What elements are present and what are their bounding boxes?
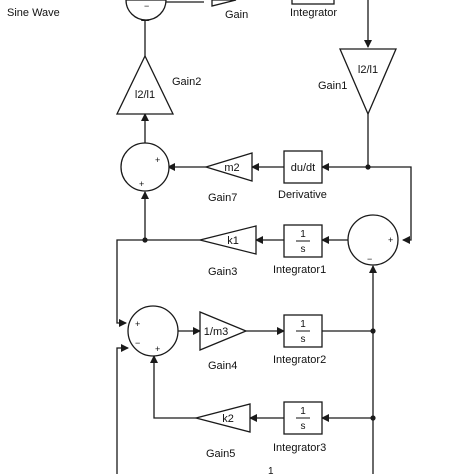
integrator-block-top-partial[interactable] — [291, 0, 335, 5]
junction-dot — [370, 328, 376, 334]
gain2-value: l2/l1 — [135, 89, 155, 101]
gain3-value: k1 — [227, 235, 239, 247]
bottom-partial-text: 1 — [268, 466, 274, 474]
integrator3-denominator: s — [301, 421, 306, 432]
sum-mid-sign-top: + — [135, 319, 140, 329]
gain1-block[interactable]: l2/l1 — [339, 48, 397, 116]
gain5-block[interactable]: k2 — [193, 403, 251, 433]
sum-right-sign-bottom: − — [367, 254, 372, 264]
gain-label: Gain — [225, 9, 248, 21]
gain4-label: Gain4 — [208, 360, 237, 372]
wire-gain3-to-sum-mid — [116, 239, 200, 327]
gain5-value: k2 — [222, 413, 234, 425]
integrator1-label: Integrator1 — [273, 264, 326, 276]
integrator-label: Integrator — [290, 7, 337, 19]
gain2-label: Gain2 — [172, 76, 201, 88]
gain4-value: 1/m3 — [204, 326, 228, 338]
gain3-label: Gain3 — [208, 266, 237, 278]
junction-dots — [142, 164, 376, 421]
derivative-block[interactable]: du/dt — [283, 150, 323, 184]
junction-dot — [365, 164, 371, 170]
junction-dot — [142, 237, 148, 243]
integrator1-numerator: 1 — [300, 229, 306, 240]
sum-mid-sign-left: − — [135, 338, 140, 348]
integrator2-block[interactable]: 1 s — [283, 314, 323, 348]
gain7-label: Gain7 — [208, 192, 237, 204]
sum-top-sign-bottom: + — [139, 179, 144, 189]
wire-gain5-to-sum-mid — [150, 355, 196, 419]
integrator3-label: Integrator3 — [273, 442, 326, 454]
sum-block-top-partial[interactable]: − — [125, 0, 167, 21]
sum-mid-sign-bottom: + — [155, 344, 160, 354]
svg-text:−: − — [144, 1, 149, 11]
wire-to-sum-right — [368, 166, 412, 244]
integrator2-label: Integrator2 — [273, 354, 326, 366]
integrator2-denominator: s — [301, 334, 306, 345]
sum-block-mid[interactable]: + + − — [127, 305, 179, 357]
gain5-label: Gain5 — [206, 448, 235, 460]
sum-block-top[interactable]: + + — [120, 142, 170, 192]
derivative-value: du/dt — [291, 162, 315, 174]
gain1-value: l2/l1 — [358, 64, 378, 76]
junction-dot — [370, 415, 376, 421]
gain7-block[interactable]: m2 — [203, 152, 253, 182]
gain1-label: Gain1 — [318, 80, 347, 92]
integrator3-block[interactable]: 1 s — [283, 401, 323, 435]
integrator2-numerator: 1 — [300, 319, 306, 330]
gain7-value: m2 — [224, 162, 239, 174]
signal-lines — [116, 0, 412, 474]
sum-right-sign-right: + — [388, 235, 393, 245]
sum-block-right[interactable]: + − — [347, 214, 399, 266]
derivative-label: Derivative — [278, 189, 327, 201]
sine-wave-label: Sine Wave — [7, 7, 60, 19]
gain-block-top-partial[interactable] — [211, 0, 237, 7]
integrator3-numerator: 1 — [300, 406, 306, 417]
gain2-block[interactable]: l2/l1 — [115, 54, 175, 115]
integrator1-block[interactable]: 1 s — [283, 224, 323, 258]
gain4-block[interactable]: 1/m3 — [199, 311, 248, 351]
sum-top-sign-right: + — [155, 155, 160, 165]
gain3-block[interactable]: k1 — [199, 225, 257, 255]
integrator1-denominator: s — [301, 244, 306, 255]
wire-left-to-sum-mid — [116, 344, 129, 474]
